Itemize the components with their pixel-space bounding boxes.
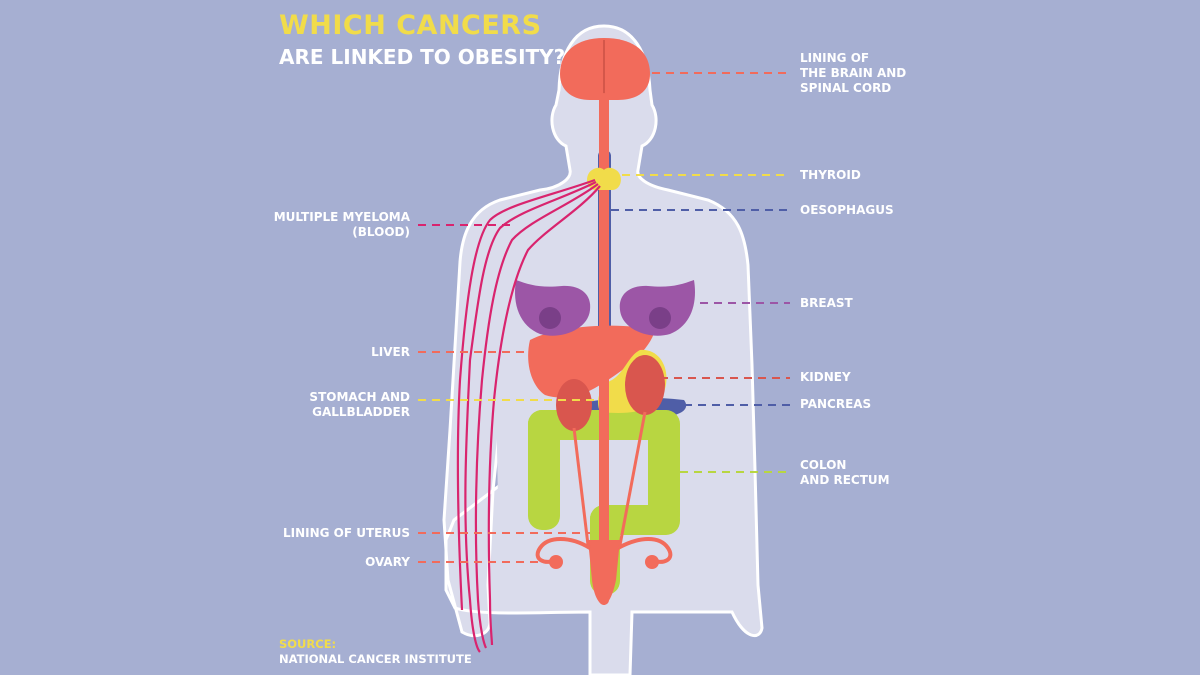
- title-line-1: WHICH CANCERS: [279, 10, 542, 41]
- label-brain: LINING OF THE BRAIN AND SPINAL CORD: [800, 51, 907, 95]
- label-ovary: OVARY: [365, 555, 410, 569]
- uterus-organ: [588, 540, 620, 605]
- source-credit: SOURCE: NATIONAL CANCER INSTITUTE: [279, 637, 472, 667]
- ovary-left-organ: [549, 555, 563, 569]
- ovary-right-organ: [645, 555, 659, 569]
- source-heading: SOURCE:: [279, 637, 337, 651]
- label-uterus: LINING OF UTERUS: [282, 526, 410, 540]
- thyroid-organ: [587, 167, 621, 190]
- source-name: NATIONAL CANCER INSTITUTE: [279, 652, 472, 666]
- label-kidney: KIDNEY: [800, 370, 851, 384]
- liver-organ: [528, 325, 655, 398]
- kidney-right-organ: [625, 355, 665, 415]
- label-myeloma: MULTIPLE MYELOMA (BLOOD): [273, 210, 410, 239]
- ureter-left: [572, 427, 590, 546]
- breast-right-nipple: [649, 307, 671, 329]
- label-liver: LIVER: [371, 345, 410, 359]
- label-thyroid: THYROID: [800, 168, 861, 182]
- label-oesophagus: OESOPHAGUS: [800, 203, 894, 217]
- breast-left-nipple: [539, 307, 561, 329]
- kidney-left-organ: [556, 379, 592, 431]
- label-colon: COLON AND RECTUM: [800, 458, 890, 487]
- label-pancreas: PANCREAS: [800, 397, 872, 411]
- label-breast: BREAST: [800, 296, 853, 310]
- ureter-right: [618, 411, 647, 546]
- leader-lines: [418, 72, 790, 563]
- title-line-2: ARE LINKED TO OBESITY?: [279, 45, 566, 69]
- label-stomach: STOMACH AND GALLBLADDER: [309, 390, 410, 419]
